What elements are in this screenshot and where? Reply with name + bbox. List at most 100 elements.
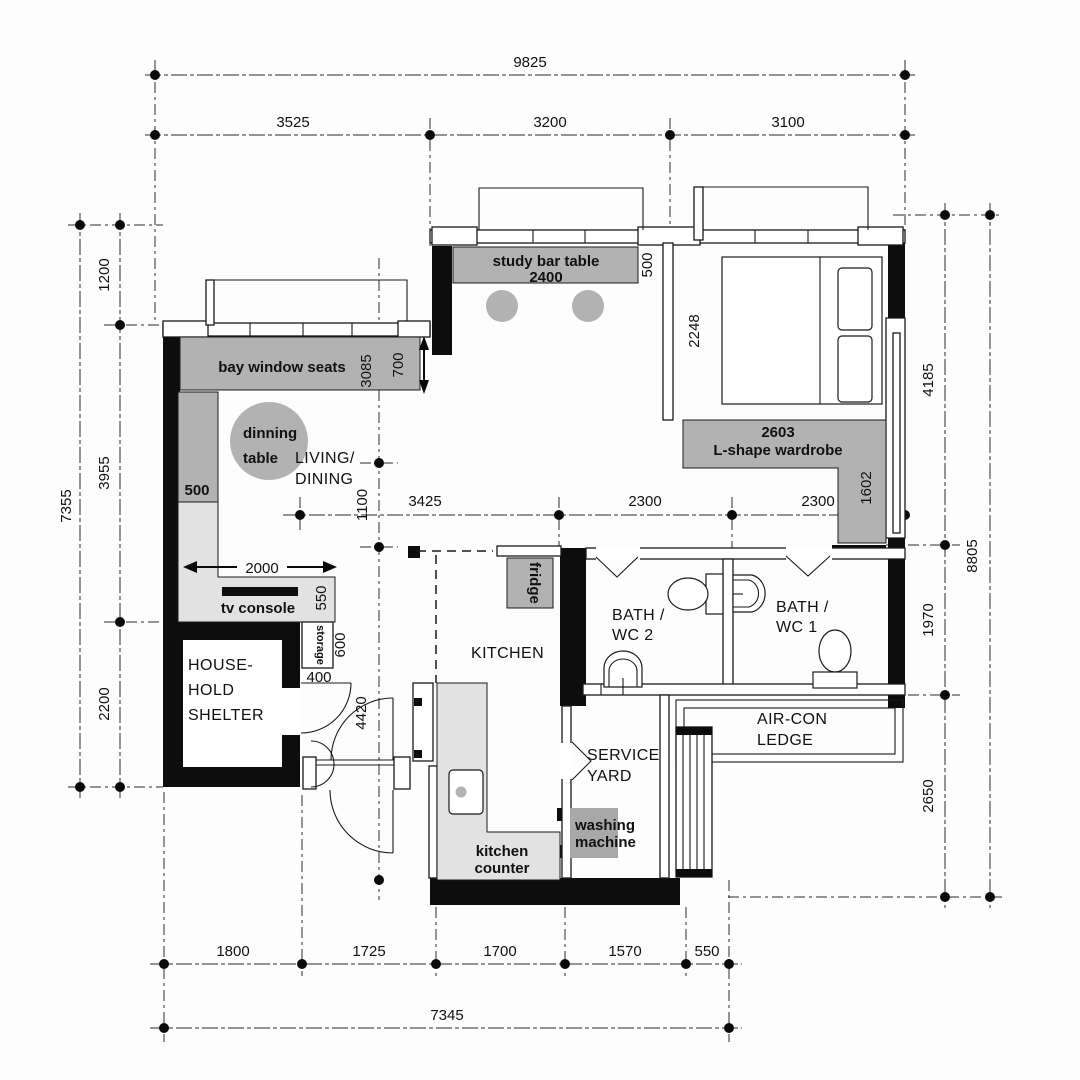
dim-right-3: 2650 xyxy=(920,779,937,812)
room-shelter-1: HOUSE- xyxy=(188,657,253,674)
room-living-2: DINING xyxy=(295,471,353,488)
wall-bath-kitchen xyxy=(560,548,586,706)
study-window xyxy=(478,187,644,230)
service-door xyxy=(571,741,592,781)
dim-top-3: 3100 xyxy=(771,114,804,131)
storage-box xyxy=(301,621,334,669)
dim-left-2: 3955 xyxy=(96,456,113,489)
dim-left-3: 2200 xyxy=(96,687,113,720)
label-washing-2: machine xyxy=(575,834,636,851)
l-shape-wardrobe xyxy=(682,419,887,544)
dim-bottom-2: 1725 xyxy=(352,943,385,960)
room-living-1: LIVING/ xyxy=(295,450,355,467)
room-service-2: YARD xyxy=(587,768,632,785)
bedroom-partition xyxy=(662,242,674,421)
wc1-toilet-tank xyxy=(812,671,858,689)
room-aircon-2: LEDGE xyxy=(757,732,813,749)
dim-top-overall: 9825 xyxy=(513,54,546,71)
room-bath2-2: WC 2 xyxy=(612,627,654,644)
dim-bay-depth: 700 xyxy=(390,352,407,377)
dim-top-1: 3525 xyxy=(276,114,309,131)
room-bath1-1: BATH / xyxy=(776,599,829,616)
shelter-interior xyxy=(183,640,282,767)
dim-top-2: 3200 xyxy=(533,114,566,131)
fridge-recess-sill xyxy=(496,545,562,557)
dim-tv-depth: 550 xyxy=(313,585,330,610)
dim-bottom-overall: 7345 xyxy=(430,1007,463,1024)
dim-left-1: 1200 xyxy=(96,258,113,291)
dim-mid-1: 3425 xyxy=(408,493,441,510)
kitchen-counter xyxy=(436,682,561,881)
dim-mid-3: 2300 xyxy=(801,493,834,510)
dim-bottom-5: 550 xyxy=(694,943,719,960)
study-bar-table xyxy=(452,246,639,284)
service-right-wall xyxy=(659,694,670,879)
label-study-2: 2400 xyxy=(529,269,562,286)
wc1-sink xyxy=(732,574,766,613)
dining-table xyxy=(230,402,308,480)
dim-storage-width: 600 xyxy=(332,632,349,657)
stool xyxy=(572,290,604,322)
shelter-door-gap xyxy=(281,688,301,735)
wc-divider-wall xyxy=(722,558,734,686)
label-dining-1: dinning xyxy=(243,425,297,442)
side-bench xyxy=(177,391,219,503)
dim-bay-width: 3085 xyxy=(358,354,375,387)
wc1-toilet-bowl xyxy=(818,629,852,673)
dim-entry-2: 4420 xyxy=(353,696,370,729)
label-fridge: fridge xyxy=(526,562,543,604)
wall-kitchen-jamb xyxy=(408,546,420,558)
aircon-grille xyxy=(675,726,713,878)
dim-bottom-3: 1700 xyxy=(483,943,516,960)
service-left-wall xyxy=(561,705,572,879)
wc2-door xyxy=(595,556,639,578)
dimension-grid xyxy=(68,60,1002,1042)
dim-wardrobe-leg: 1602 xyxy=(858,471,875,504)
washing-machine xyxy=(570,808,618,858)
bath-bottom-wall xyxy=(582,683,906,696)
room-shelter-3: SHELTER xyxy=(188,707,264,724)
dim-storage-depth: 400 xyxy=(306,669,331,686)
dim-entry-1: 1100 xyxy=(354,489,371,521)
room-service-1: SERVICE xyxy=(587,747,660,764)
room-bath1-2: WC 1 xyxy=(776,619,818,636)
room-aircon-1: AIR-CON xyxy=(757,711,827,728)
bay-window-jamb xyxy=(205,279,215,326)
fridge xyxy=(506,557,554,609)
text-layer: 9825 3525 3200 3100 7355 1200 3955 2200 … xyxy=(58,54,981,1024)
dim-bottom-4: 1570 xyxy=(608,943,641,960)
grid-dots xyxy=(75,70,995,1033)
wall-study-column xyxy=(432,246,452,355)
wc2-toilet-bowl xyxy=(667,577,709,611)
wall-right-mid xyxy=(888,538,905,708)
dim-study-side: 500 xyxy=(639,252,656,277)
dim-right-overall: 8805 xyxy=(964,539,981,572)
dimension-arrows xyxy=(183,336,429,576)
bedroom-window-jamb xyxy=(693,186,704,241)
dim-tv-width: 2000 xyxy=(245,560,278,577)
label-bay-seats: bay window seats xyxy=(218,359,346,376)
tv-set xyxy=(222,587,298,596)
wc1-door xyxy=(785,555,831,577)
bedroom-window xyxy=(703,186,869,230)
label-wardrobe-2: L-shape wardrobe xyxy=(713,442,842,459)
dim-bottom-1: 1800 xyxy=(216,943,249,960)
dim-left-overall: 7355 xyxy=(58,489,75,522)
label-counter-2: counter xyxy=(474,860,529,877)
dim-right-2: 1970 xyxy=(920,603,937,636)
label-dining-2: table xyxy=(243,450,278,467)
dim-mid-2: 2300 xyxy=(628,493,661,510)
room-kitchen: KITCHEN xyxy=(471,645,544,662)
furniture-layer xyxy=(177,246,887,881)
fixtures xyxy=(300,555,858,854)
label-storage: storage xyxy=(314,625,326,665)
thin-walls-windows xyxy=(162,186,906,879)
sink-drain xyxy=(455,786,467,798)
label-wardrobe-1: 2603 xyxy=(761,424,794,441)
label-counter-1: kitchen xyxy=(476,843,529,860)
room-shelter-2: HOLD xyxy=(188,682,234,699)
wall-left xyxy=(163,330,180,622)
pillow xyxy=(837,335,873,403)
